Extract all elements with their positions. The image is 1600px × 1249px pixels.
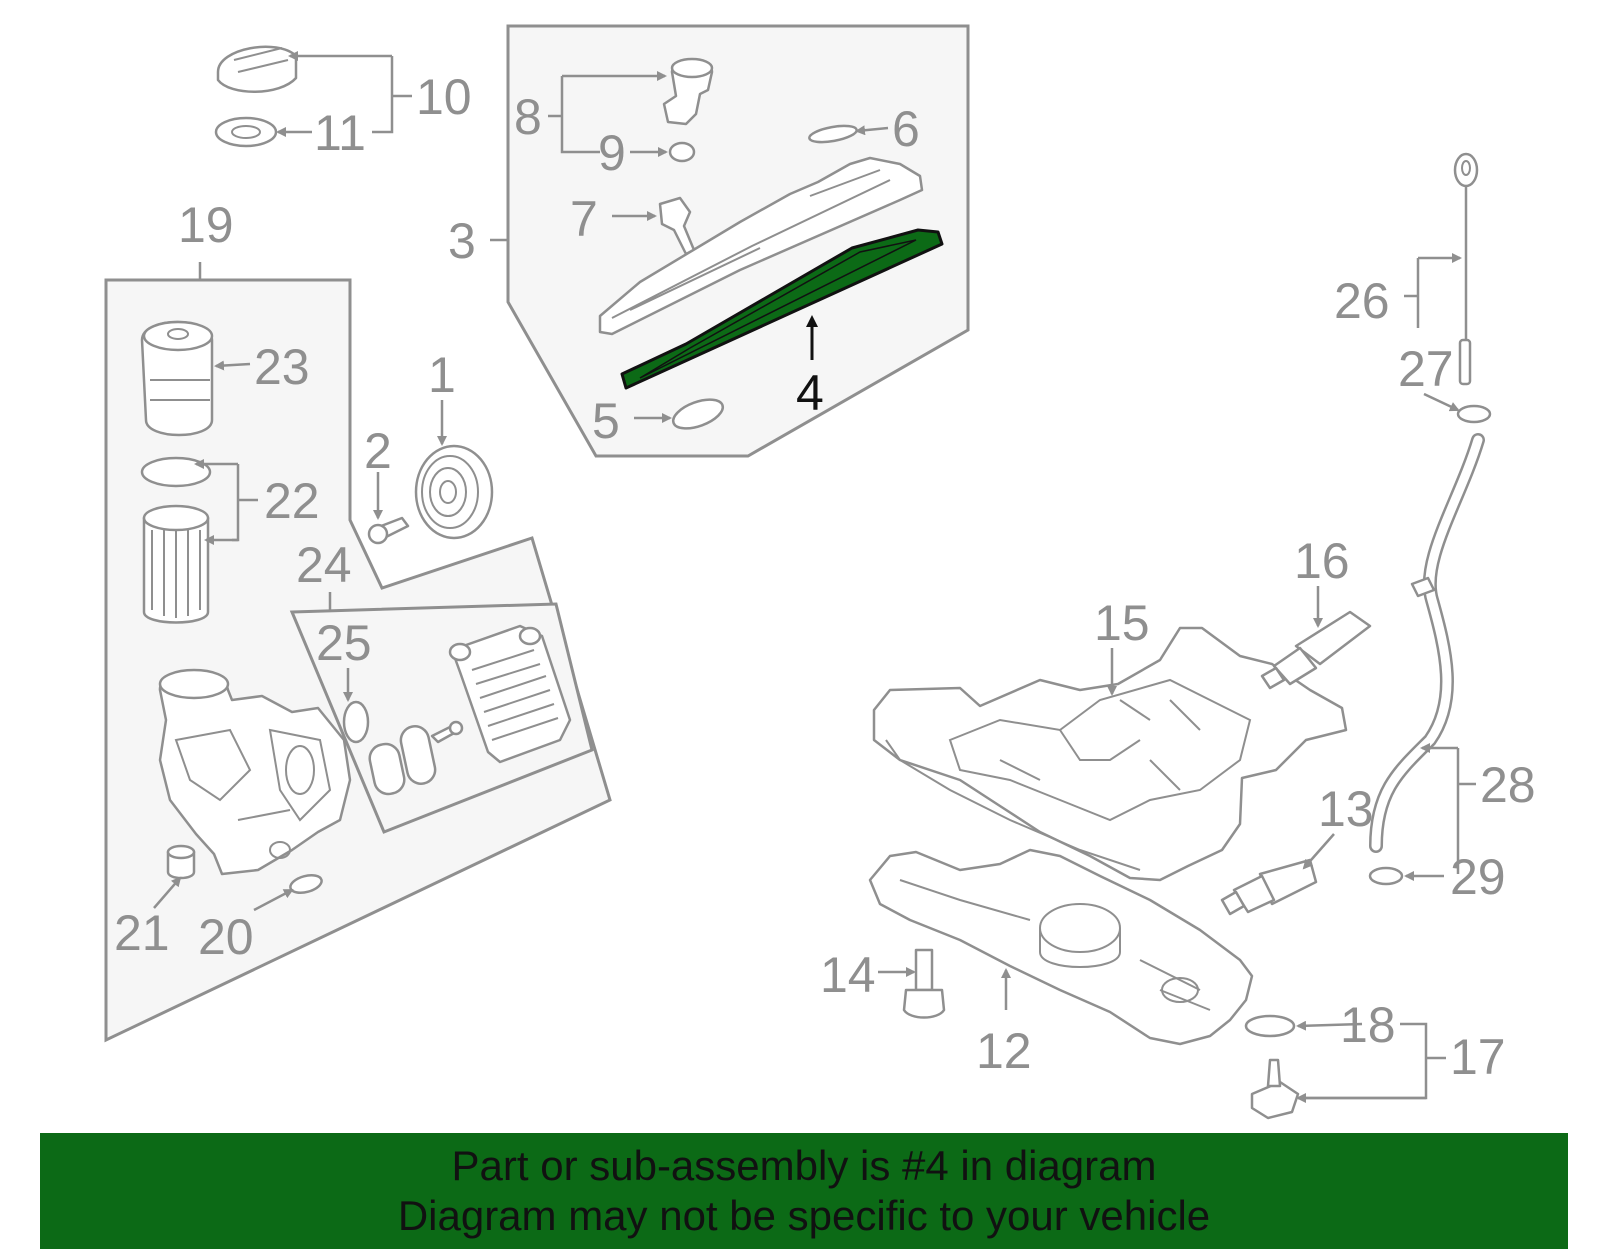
part-5-seal	[671, 398, 725, 430]
callout-20: 20	[198, 909, 254, 965]
part-2-bolt	[367, 516, 410, 545]
callout-5: 5	[592, 393, 620, 449]
callout-15: 15	[1094, 595, 1150, 651]
callout-9: 9	[598, 125, 626, 181]
callout-29: 29	[1450, 849, 1506, 905]
callout-22: 22	[264, 473, 320, 529]
callout-21: 21	[114, 905, 170, 961]
callout-2: 2	[364, 423, 392, 479]
part-10-cap	[216, 45, 298, 93]
callout-19: 19	[178, 197, 234, 253]
info-banner: Part or sub-assembly is #4 in diagram Di…	[40, 1133, 1568, 1249]
callout-18: 18	[1340, 997, 1396, 1053]
part-24-bolt	[430, 720, 464, 744]
callout-11: 11	[314, 105, 366, 161]
part-16-sealant-tube	[1260, 610, 1372, 690]
part-20-seal	[289, 873, 323, 895]
part-24-oil-cooler	[448, 624, 572, 764]
callout-10: 10	[416, 69, 472, 125]
part-14-bolt	[902, 948, 946, 1019]
banner-line-1: Part or sub-assembly is #4 in diagram	[451, 1142, 1157, 1189]
part-15-upper-oil-pan	[872, 626, 1348, 882]
part-22-o-ring	[140, 456, 212, 488]
callout-14: 14	[820, 947, 876, 1003]
part-13-sealant-tube	[1220, 858, 1318, 916]
part-28-dipstick-tube	[1369, 433, 1485, 853]
part-22-filter-element	[142, 504, 210, 624]
part-27-o-ring	[1456, 404, 1492, 424]
callout-4: 4	[796, 365, 824, 421]
part-23-filter-cap	[140, 320, 214, 437]
callout-25: 25	[316, 615, 372, 671]
callout-8: 8	[514, 89, 542, 145]
callout-6: 6	[892, 101, 920, 157]
callout-28: 28	[1480, 757, 1536, 813]
banner-line-2: Diagram may not be specific to your vehi…	[397, 1192, 1211, 1239]
callout-3: 3	[448, 213, 476, 269]
part-19-filter-housing	[158, 668, 352, 876]
part-29-seal	[1368, 866, 1404, 886]
part-27-seal	[1458, 338, 1472, 386]
callout-12: 12	[976, 1023, 1032, 1079]
callout-7: 7	[570, 191, 598, 247]
part-21-plug	[166, 844, 196, 880]
part-18-seal	[1244, 1014, 1296, 1038]
callout-17: 17	[1450, 1029, 1506, 1085]
callout-16: 16	[1294, 533, 1350, 589]
part-8-filler-neck	[662, 57, 714, 126]
callout-24: 24	[296, 537, 352, 593]
part-12-lower-oil-pan	[868, 848, 1254, 1046]
part-9-o-ring	[668, 141, 696, 163]
part-11-seal	[214, 116, 278, 148]
part-25-gaskets	[342, 700, 437, 796]
callout-26: 26	[1334, 273, 1390, 329]
part-17-sensor	[1250, 1058, 1300, 1120]
part-3-cover	[598, 156, 924, 336]
callout-27: 27	[1398, 341, 1454, 397]
part-26-dipstick	[1453, 152, 1479, 360]
callout-1: 1	[428, 347, 456, 403]
callout-23: 23	[254, 339, 310, 395]
part-4-gasket-highlighted	[620, 228, 944, 390]
part-1-pulley	[414, 444, 494, 540]
callout-13: 13	[1318, 781, 1374, 837]
